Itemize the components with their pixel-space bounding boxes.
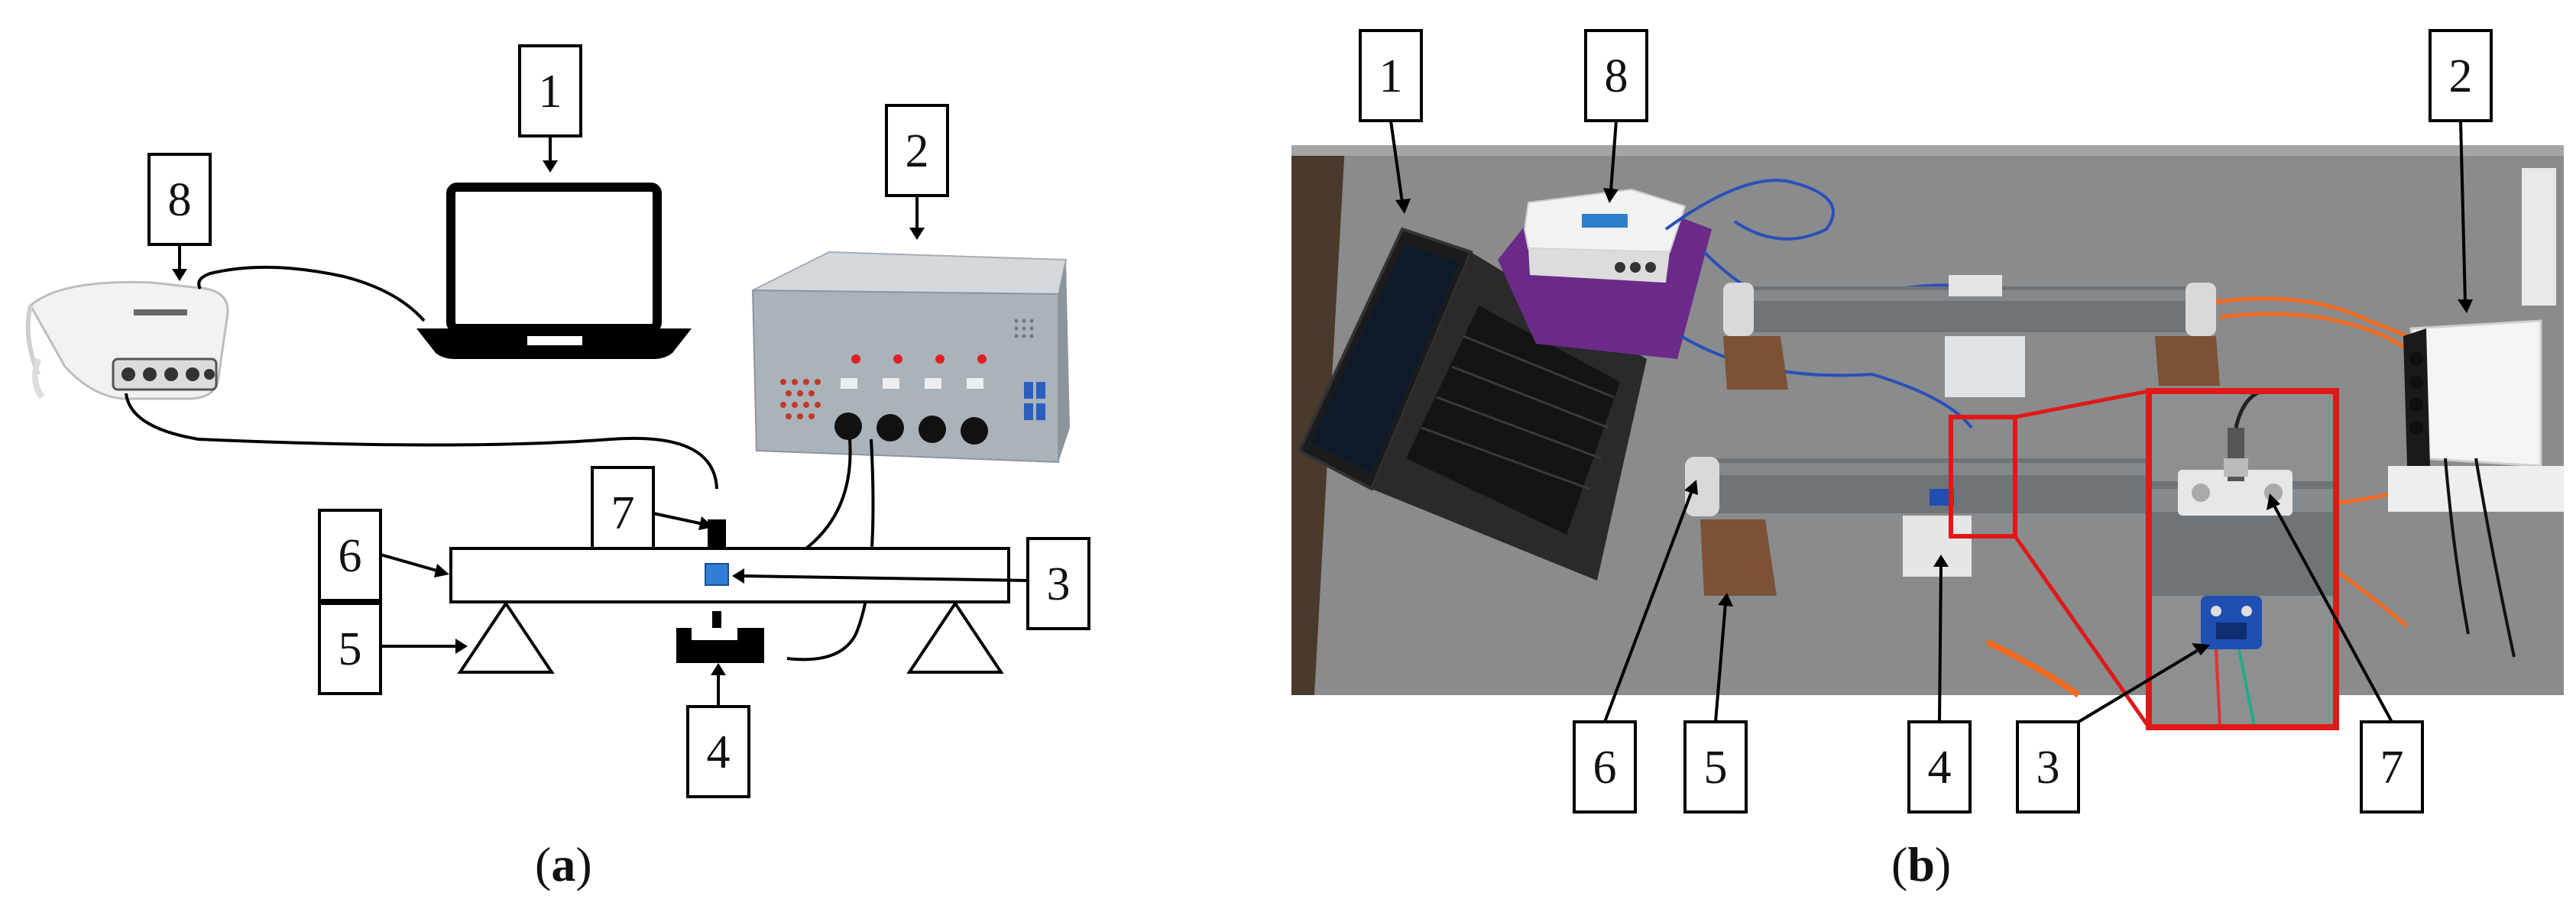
- photo-label-4: 4: [1907, 720, 1972, 814]
- photo-label-8: 8: [1584, 29, 1648, 122]
- photo-label-2-text: 2: [2449, 50, 2473, 102]
- support-left: [457, 600, 555, 674]
- caption-a-open: (: [535, 837, 552, 891]
- label-7-text: 7: [611, 487, 635, 539]
- caption-a-close: ): [575, 837, 592, 891]
- photo-daq: [1498, 188, 1712, 359]
- photo-label-6-text: 6: [1593, 742, 1617, 794]
- cable-daq-accelerometer: [125, 393, 718, 490]
- caption-b: (b): [1891, 836, 1951, 893]
- amplifier-box-icon: [751, 251, 1070, 464]
- photo-label-2: 2: [2429, 29, 2493, 122]
- photo-label-6: 6: [1573, 720, 1637, 814]
- label-box-1: 1: [518, 44, 582, 137]
- photo-label-8-text: 8: [1605, 50, 1628, 102]
- label-4-text: 4: [707, 726, 731, 778]
- photo-label-1-text: 1: [1379, 50, 1403, 102]
- caption-b-letter: b: [1907, 837, 1935, 891]
- label-box-4: 4: [686, 705, 750, 798]
- photo-label-5: 5: [1683, 720, 1748, 814]
- accelerometer: [708, 519, 726, 548]
- caption-b-close: ): [1934, 837, 1952, 891]
- beam: [449, 547, 1010, 603]
- actuator: [676, 611, 764, 663]
- photo-upper-pipe: [1723, 275, 2220, 397]
- photo-label-3: 3: [2016, 720, 2080, 814]
- cable-amp-actuator: [786, 438, 875, 662]
- caption-b-open: (: [1891, 837, 1908, 891]
- zoom-inset: [2146, 388, 2339, 730]
- highlight-small: [1949, 415, 2017, 539]
- support-right: [906, 600, 1004, 674]
- piezo-sensor: [705, 563, 729, 586]
- label-3-text: 3: [1047, 558, 1071, 610]
- label-8-text: 8: [168, 174, 192, 226]
- label-1-text: 1: [539, 66, 562, 118]
- daq-device-icon: [25, 280, 229, 400]
- photo-label-3-text: 3: [2036, 742, 2060, 794]
- panel-a-schematic: 1 2 8 7 6 5 3 4: [25, 44, 1090, 798]
- photo-label-1: 1: [1359, 29, 1423, 122]
- photo-amplifier: [2215, 296, 2564, 658]
- label-box-7: 7: [591, 466, 655, 559]
- laptop-icon: [416, 183, 692, 359]
- label-box-3: 3: [1026, 537, 1090, 630]
- photo-label-7-text: 7: [2380, 742, 2404, 794]
- label-box-5: 5: [318, 602, 382, 695]
- label-2-text: 2: [906, 125, 929, 177]
- label-box-6: 6: [318, 509, 382, 602]
- photo-label-7: 7: [2360, 720, 2424, 814]
- photo-label-5-text: 5: [1704, 742, 1728, 794]
- label-6-text: 6: [339, 530, 362, 582]
- caption-a-letter: a: [551, 837, 576, 891]
- photo-label-4-text: 4: [1928, 742, 1952, 794]
- label-5-text: 5: [339, 623, 362, 675]
- cable-laptop-daq: [197, 265, 426, 322]
- caption-a: (a): [535, 836, 592, 893]
